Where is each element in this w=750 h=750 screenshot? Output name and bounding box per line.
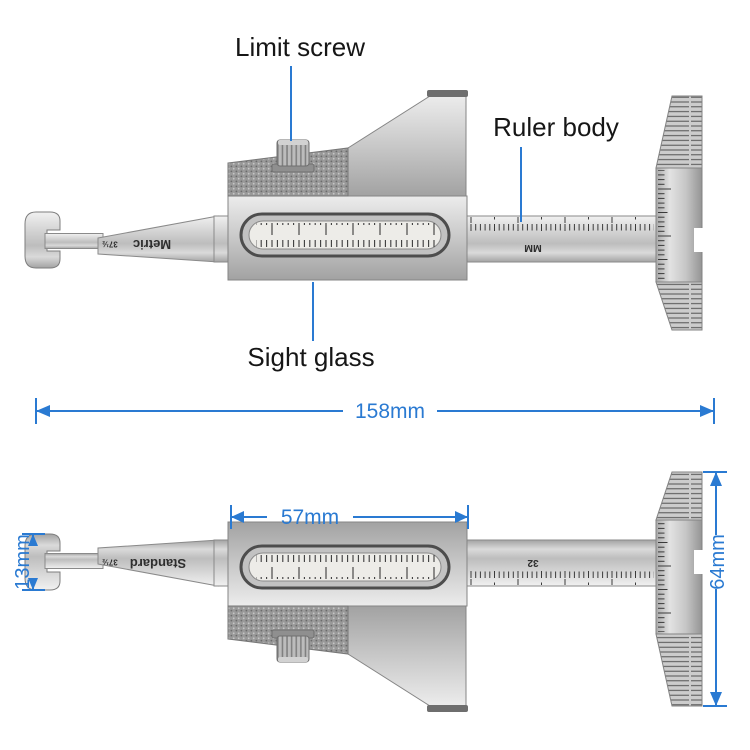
limit-screw-label: Limit screw xyxy=(235,32,365,62)
arrowhead-left-icon xyxy=(231,511,244,523)
limit-screw-highlight xyxy=(278,140,308,145)
hook-finger xyxy=(44,233,104,249)
arrowhead-right-icon xyxy=(700,405,714,417)
dimension-base-length: 64mm xyxy=(703,471,729,707)
ruler-body-label: Ruler body xyxy=(493,112,619,142)
ruler-graduations xyxy=(470,217,654,231)
callout-limit-screw: Limit screw xyxy=(235,32,365,141)
sight-glass-label: Sight glass xyxy=(247,342,374,372)
arrowhead-down-icon xyxy=(710,692,722,706)
base-graduations xyxy=(658,170,672,280)
callout-sight-glass: Sight glass xyxy=(247,282,375,372)
scale-name-bottom: Standard xyxy=(130,556,186,571)
base-notch xyxy=(694,228,704,252)
hook-jaw xyxy=(24,211,61,269)
sight-glass-scale xyxy=(256,223,436,247)
dimension-total-length: 158mm xyxy=(35,398,715,424)
arrowhead-right-icon xyxy=(455,511,468,523)
arrowhead-left-icon xyxy=(36,405,50,417)
scale-name-top: Metric xyxy=(133,237,171,252)
angle-mark-top: 37½ xyxy=(102,240,118,249)
arrowhead-down-icon xyxy=(28,578,38,590)
base-length-value: 64mm xyxy=(707,534,729,590)
unit-label-top: MM xyxy=(524,242,542,254)
body-width-value: 57mm xyxy=(281,506,339,529)
arrowhead-up-icon xyxy=(28,534,38,546)
arrowhead-up-icon xyxy=(710,472,722,486)
ruler-number-bottom: 32 xyxy=(527,557,539,568)
dimension-jaw-height: 13mm xyxy=(12,533,45,591)
body-top-cap xyxy=(427,90,468,97)
total-length-value: 158mm xyxy=(355,400,425,423)
angle-mark-bottom: 37½ xyxy=(102,558,118,567)
jaw-height-value: 13mm xyxy=(12,534,34,590)
base-bottom-wedge xyxy=(655,281,703,331)
callout-ruler-body: Ruler body xyxy=(493,112,619,222)
dimension-body-width: 57mm xyxy=(230,505,469,529)
caliper-top xyxy=(24,90,704,331)
